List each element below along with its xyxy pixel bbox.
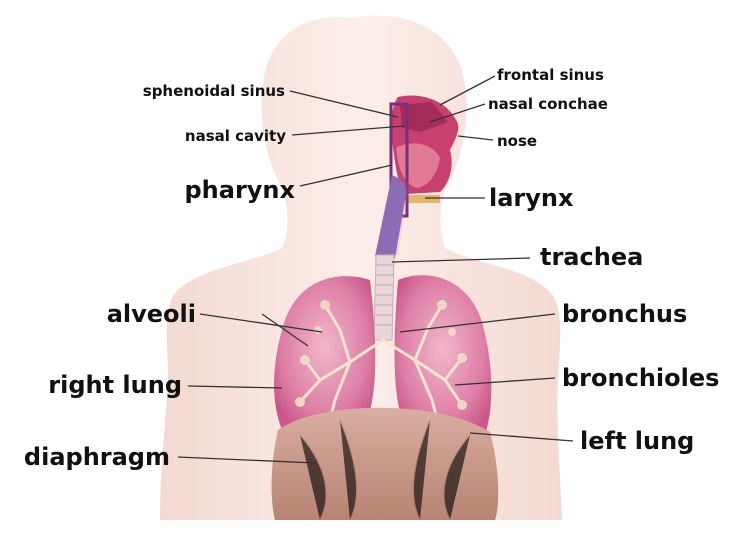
label-larynx: larynx: [489, 184, 574, 212]
label-nasal-conchae: nasal conchae: [488, 95, 608, 113]
diaphragm-shape: [272, 408, 499, 520]
label-diaphragm: diaphragm: [24, 443, 170, 471]
label-bronchus: bronchus: [562, 300, 687, 328]
label-sphenoidal-sinus: sphenoidal sinus: [143, 82, 285, 100]
label-right-lung: right lung: [48, 371, 182, 399]
label-frontal-sinus: frontal sinus: [497, 66, 604, 84]
label-alveoli: alveoli: [107, 300, 196, 328]
label-left-lung: left lung: [580, 427, 694, 455]
label-pharynx: pharynx: [184, 176, 295, 204]
label-bronchioles: bronchioles: [562, 364, 719, 392]
label-trachea: trachea: [540, 243, 643, 271]
label-nose: nose: [497, 132, 537, 150]
label-nasal-cavity: nasal cavity: [185, 127, 286, 145]
